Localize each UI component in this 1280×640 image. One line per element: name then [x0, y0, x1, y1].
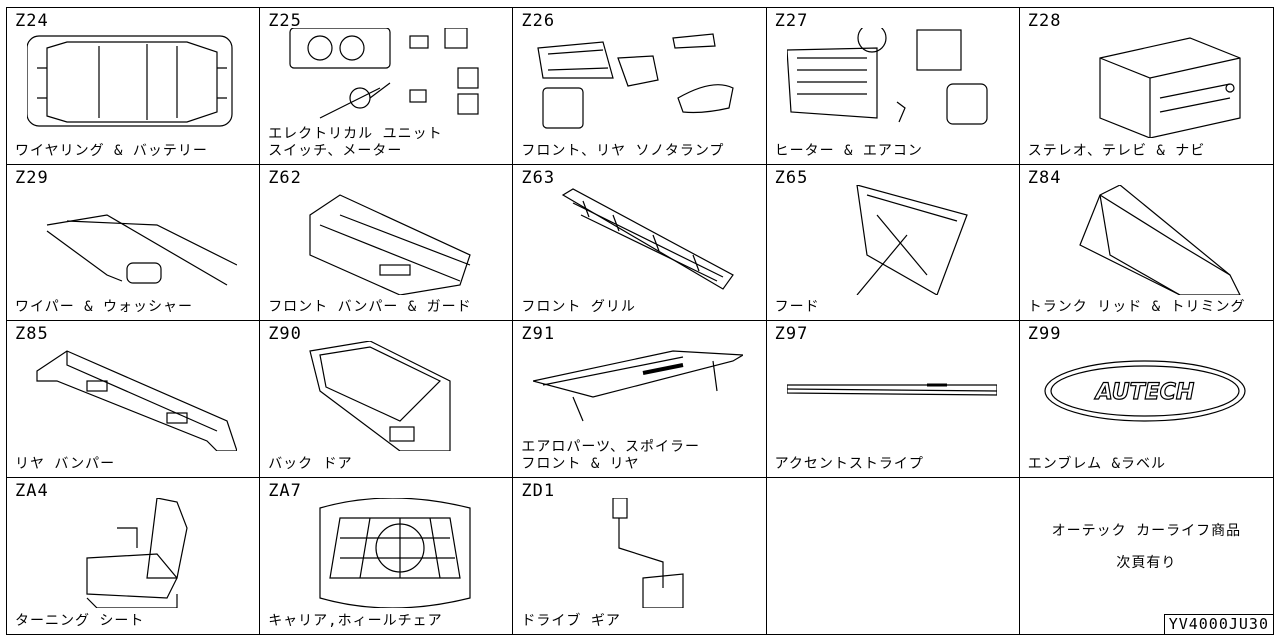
- category-z62[interactable]: Z62 フロント バンパー & ガード: [260, 164, 514, 321]
- category-code: Z29: [15, 167, 49, 188]
- category-label: ステレオ、テレビ & ナビ: [1027, 142, 1206, 159]
- category-code: ZD1: [521, 480, 556, 501]
- category-code: Z97: [774, 324, 809, 344]
- category-z25[interactable]: Z25 エレクトリカル ユニット スイッチ、メーター: [260, 8, 514, 165]
- wiring-harness-car-icon: [27, 35, 233, 127]
- parts-index-grid: Z24 ワイヤリング & バッテリー Z25 エレクトリカル ユニット スイッチ…: [6, 7, 1274, 635]
- category-z29[interactable]: Z29 ワイパー & ウォッシャー: [7, 164, 261, 321]
- category-z63[interactable]: Z63 フロント グリル: [513, 164, 767, 321]
- category-label: フロント バンパー & ガード: [268, 299, 472, 315]
- category-code: Z90: [268, 324, 302, 344]
- front-bumper-icon: [309, 193, 471, 295]
- category-z85[interactable]: Z85 リヤ バンパー: [7, 321, 261, 478]
- wiper-icon: [46, 213, 237, 286]
- trunk-lid-icon: [1079, 184, 1241, 295]
- category-code: Z63: [521, 167, 556, 188]
- category-code: Z91: [521, 324, 556, 344]
- category-z65[interactable]: Z65 フード: [766, 164, 1020, 321]
- carrier-net-icon: [319, 497, 471, 608]
- back-door-icon: [309, 341, 451, 451]
- spoiler-icon: [533, 350, 744, 422]
- hood-icon: [855, 184, 968, 295]
- category-z24[interactable]: Z24 ワイヤリング & バッテリー: [7, 8, 261, 165]
- category-z27[interactable]: Z27 ヒーター & エアコン: [766, 8, 1020, 165]
- category-code: Z25: [268, 11, 302, 31]
- category-code: ZA7: [268, 480, 302, 501]
- category-zd1[interactable]: ZD1 ドライブ ギア: [513, 477, 767, 634]
- front-grille-icon: [562, 187, 735, 290]
- category-code: Z84: [1027, 167, 1062, 188]
- category-label: バック ドア: [268, 455, 353, 472]
- category-label: ターニング シート: [15, 613, 145, 629]
- document-id: YV4000JU30: [1163, 614, 1274, 635]
- seat-icon: [86, 497, 188, 608]
- category-label: アクセントストライプ: [774, 455, 924, 472]
- category-z26[interactable]: Z26 フロント、リヤ ソノタランプ: [513, 8, 767, 165]
- category-label: ワイパー & ウォッシャー: [15, 299, 194, 315]
- category-code: ZA4: [15, 480, 49, 501]
- category-code: Z28: [1027, 11, 1062, 31]
- category-label: フロント グリル: [521, 299, 636, 315]
- category-label: ヒーター & エアコン: [774, 142, 923, 159]
- note-continued: 次頁有り: [1116, 554, 1177, 571]
- category-z91[interactable]: Z91 エアロパーツ、スポイラー フロント & リヤ: [513, 321, 767, 478]
- accent-stripe-icon: [786, 383, 997, 396]
- stereo-icon: [1099, 37, 1241, 138]
- category-code: Z85: [15, 324, 49, 344]
- category-label: ドライブ ギア: [521, 613, 621, 629]
- category-label: リヤ バンパー: [15, 455, 116, 472]
- category-label: ワイヤリング & バッテリー: [15, 142, 208, 159]
- category-code: Z27: [774, 11, 809, 31]
- emblem-icon: AUTECH: [1044, 360, 1246, 422]
- empty-cell: [767, 477, 1020, 634]
- category-z84[interactable]: Z84 トランク リッド & トリミング: [1019, 165, 1273, 321]
- category-code: Z24: [15, 11, 49, 31]
- meter-switch-icon: [289, 28, 479, 119]
- note-title: オーテック カーライフ商品: [1051, 522, 1242, 539]
- category-za4[interactable]: ZA4 ターニング シート: [7, 477, 261, 634]
- category-label: エンブレム &ラベル: [1027, 455, 1166, 472]
- category-code: Z62: [268, 167, 302, 188]
- category-label: フロント、リヤ ソノタランプ: [521, 142, 725, 159]
- category-z97[interactable]: Z97 アクセントストライプ: [766, 321, 1020, 478]
- category-label: フード: [774, 299, 820, 315]
- category-code: Z99: [1027, 324, 1062, 344]
- rear-bumper-icon: [36, 350, 237, 451]
- category-code: Z26: [521, 11, 556, 31]
- category-z28[interactable]: Z28 ステレオ、テレビ & ナビ: [1019, 8, 1273, 165]
- category-z90[interactable]: Z90 バック ドア: [260, 321, 514, 478]
- category-label: トランク リッド & トリミング: [1027, 299, 1246, 315]
- category-code: Z65: [774, 167, 809, 188]
- category-za7[interactable]: ZA7 キャリア,ホィールチェア: [260, 477, 514, 634]
- category-label: キャリア,ホィールチェア: [268, 613, 443, 629]
- svg-text:AUTECH: AUTECH: [1094, 380, 1195, 405]
- lamp-icon: [537, 33, 735, 129]
- heater-aircon-icon: [786, 28, 988, 125]
- category-label: エレクトリカル ユニット スイッチ、メーター: [268, 125, 443, 159]
- note-cell: オーテック カーライフ商品 次頁有り: [1020, 478, 1273, 635]
- category-z99[interactable]: Z99 AUTECH エンブレム &ラベル: [1019, 321, 1273, 478]
- drive-gear-icon: [612, 497, 684, 608]
- category-label: エアロパーツ、スポイラー フロント & リヤ: [521, 438, 700, 472]
